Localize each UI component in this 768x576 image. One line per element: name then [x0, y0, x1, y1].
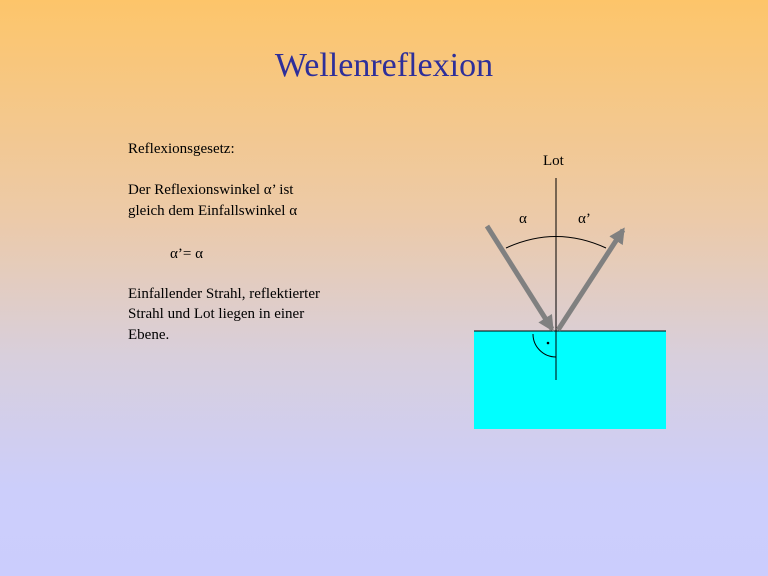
plane-text-line-1: Einfallender Strahl, reflektierter: [128, 286, 320, 302]
angle-arc: [505, 236, 607, 249]
medium-block: [474, 331, 666, 429]
reflection-angle-label: α’: [578, 211, 591, 227]
law-formula: α’= α: [170, 246, 203, 262]
plane-text-line-3: Ebene.: [128, 327, 170, 343]
incident-ray: [484, 224, 555, 332]
normal-label: Lot: [543, 153, 564, 169]
right-angle-dot: [546, 341, 550, 345]
law-heading: Reflexionsgesetz:: [128, 141, 235, 157]
slide-title: Wellenreflexion: [274, 47, 494, 84]
law-text-line-2: gleich dem Einfallswinkel α: [128, 203, 298, 219]
law-text-line-1: Der Reflexionswinkel α’ ist: [128, 182, 294, 198]
plane-text-line-2: Strahl und Lot liegen in einer: [128, 306, 305, 322]
incidence-angle-label: α: [519, 211, 527, 227]
reflected-ray: [555, 227, 626, 332]
right-angle-marker: [532, 333, 557, 358]
